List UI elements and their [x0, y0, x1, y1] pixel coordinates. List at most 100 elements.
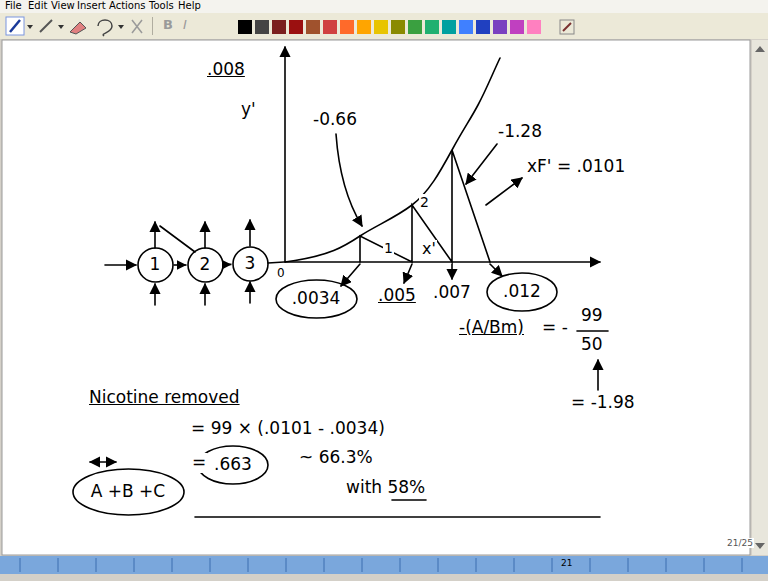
menu-item: Actions [108, 0, 147, 12]
color-swatch [272, 20, 286, 34]
color-swatch [255, 20, 269, 34]
color-swatch [323, 20, 337, 34]
stage-number: 2 [419, 194, 430, 210]
lasso-icon [98, 20, 112, 36]
color-swatch [493, 20, 507, 34]
ink-circle-outline [487, 273, 557, 311]
solvent-arrow [249, 282, 251, 303]
value-text: .012 [502, 282, 542, 302]
pen-icon [10, 20, 20, 32]
leader-arrow [404, 264, 412, 283]
ink-circle-outline [198, 446, 268, 484]
circled-value: .012 [486, 272, 558, 312]
tool-icon [132, 20, 142, 33]
page-number: 21 [560, 558, 573, 568]
extract-arrow [154, 222, 156, 248]
color-swatch [357, 20, 371, 34]
ink-circle-outline [138, 248, 173, 282]
color-swatch [476, 20, 490, 34]
equilibrium-curve [285, 58, 500, 262]
color-swatch [289, 20, 303, 34]
axis-value: .007 [432, 283, 472, 303]
menu-item: Tools [148, 0, 175, 12]
double-arrow [90, 461, 116, 463]
bold-button: B [162, 18, 174, 33]
formula-text: A +B +C [90, 482, 166, 502]
menu-item: Edit [27, 0, 48, 12]
leader-arrow [490, 264, 502, 276]
tool-bar [0, 13, 768, 39]
menu-item: Insert [76, 0, 107, 12]
stage-circle: 1 [137, 247, 174, 283]
stage-construction [360, 150, 490, 262]
feed-arrow [105, 264, 136, 266]
italic-button: I [182, 18, 188, 33]
status-strip [0, 574, 768, 581]
toolbar-separator [152, 17, 153, 35]
scroll-arrow [755, 46, 765, 549]
dropdown-icon [118, 25, 124, 29]
calculation-line: = [191, 453, 207, 473]
slope-value: -0.66 [312, 110, 358, 130]
color-swatch [425, 20, 439, 34]
ink-drawing [90, 47, 608, 517]
axis-value: .005 [377, 286, 417, 306]
fraction-number: 99 [580, 306, 604, 326]
color-swatch [442, 20, 456, 34]
percentage-note: with 58% [345, 478, 426, 498]
stage-number: 2 [199, 255, 212, 275]
rule-line [195, 516, 600, 518]
color-swatch [391, 20, 405, 34]
stage-circle: 2 [187, 247, 224, 283]
leader-arrow [336, 134, 362, 226]
value-text: .663 [213, 455, 253, 475]
stream-line [160, 226, 195, 252]
flow-arrow [223, 264, 231, 266]
menu-item: File [4, 0, 23, 12]
writing-canvas [2, 40, 750, 555]
page-bar [0, 556, 768, 574]
calculation-line: = 99 × (.0101 - .0034) [190, 419, 386, 439]
fraction-number: 50 [580, 335, 604, 355]
color-swatch [510, 20, 524, 34]
fraction-bar [577, 330, 608, 332]
color-swatch [459, 20, 473, 34]
y-axis [284, 47, 286, 262]
dropdown-icon [27, 25, 33, 29]
leader-arrow [486, 178, 522, 205]
color-swatch [306, 20, 320, 34]
page-ticks [20, 558, 742, 572]
color-swatch [238, 20, 252, 34]
ink-circle-outline [233, 247, 268, 281]
underline [392, 499, 426, 501]
circled-formula: A +B +C [72, 468, 185, 516]
page-number: 21/25 [726, 538, 754, 548]
vertical-scrollbar [752, 40, 768, 555]
x-axis [285, 261, 600, 263]
menu-item: Help [177, 0, 202, 12]
leader-arrow [466, 144, 497, 184]
axis-name: y' [240, 100, 257, 120]
ink-circle-outline [276, 280, 357, 318]
stage-number: 1 [383, 240, 394, 256]
leader-arrow [597, 360, 599, 390]
solvent-arrow [154, 284, 156, 305]
feed-value: xF' = .0101 [526, 157, 626, 177]
stage-circle: 3 [232, 246, 269, 282]
dropdown-icon [58, 25, 64, 29]
color-swatch [408, 20, 422, 34]
tool-button [560, 20, 574, 34]
leader-arrow [451, 264, 453, 279]
slope-formula: -(A/Bm) [458, 318, 525, 338]
extract-arrow [249, 220, 251, 246]
circled-value: .0034 [275, 279, 358, 319]
value-text: .0034 [291, 289, 342, 309]
solvent-arrow [204, 284, 206, 305]
ink-circle-outline [188, 248, 223, 282]
axis-value: .008 [206, 60, 246, 80]
menu-item: View [50, 0, 76, 12]
leader-arrow [341, 264, 360, 286]
color-swatch [340, 20, 354, 34]
